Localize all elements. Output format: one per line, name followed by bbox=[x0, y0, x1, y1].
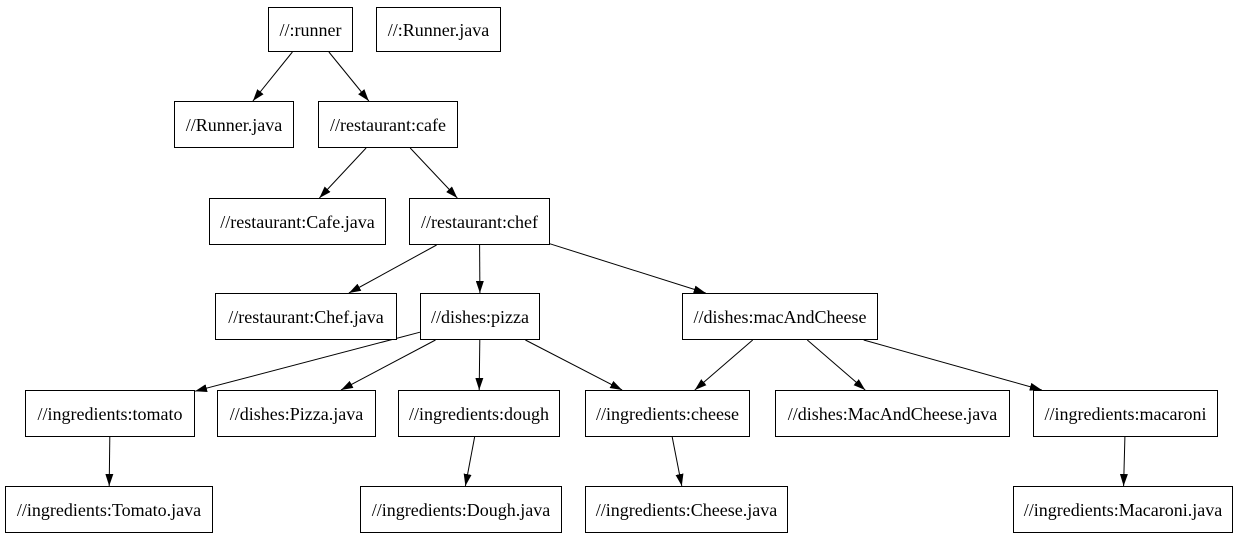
graph-edge-mac-and-cheese-to-mac-and-cheese-java bbox=[806, 339, 866, 391]
graph-edge-tomato-to-tomato-java bbox=[105, 436, 114, 487]
graph-edge-dough-to-dough-java bbox=[463, 436, 476, 487]
graph-node-macaroni-java: //ingredients:Macaroni.java bbox=[1013, 486, 1233, 533]
graph-node-mac-and-cheese-java: //dishes:MacAndCheese.java bbox=[775, 390, 1010, 437]
graph-node-dough-java: //ingredients:Dough.java bbox=[360, 486, 562, 533]
graph-edge-cafe-to-cafe-java bbox=[319, 147, 367, 199]
graph-node-pizza-java: //dishes:Pizza.java bbox=[217, 390, 376, 437]
graph-edge-macaroni-to-macaroni-java bbox=[1119, 436, 1128, 487]
graph-edge-mac-and-cheese-to-macaroni bbox=[863, 339, 1042, 391]
graph-node-dough: //ingredients:dough bbox=[398, 390, 560, 437]
graph-edge-pizza-to-tomato bbox=[194, 331, 421, 393]
graph-edge-chef-to-chef-java bbox=[348, 244, 437, 294]
graph-node-mac-and-cheese: //dishes:macAndCheese bbox=[682, 293, 878, 340]
graph-edge-runner-to-runner-java bbox=[252, 51, 293, 102]
graph-node-cafe-java: //restaurant:Cafe.java bbox=[209, 198, 386, 245]
graph-node-runner-java: //Runner.java bbox=[174, 101, 294, 148]
graph-edge-pizza-to-pizza-java bbox=[340, 339, 436, 391]
graph-edge-cheese-to-cheese-java bbox=[671, 436, 684, 487]
graph-node-cheese-java: //ingredients:Cheese.java bbox=[585, 486, 788, 533]
graph-edge-runner-to-cafe bbox=[328, 51, 370, 102]
graph-edge-pizza-to-cheese bbox=[525, 339, 623, 391]
graph-node-tomato: //ingredients:tomato bbox=[25, 390, 195, 437]
graph-edge-cafe-to-chef bbox=[409, 147, 458, 199]
graph-node-chef: //restaurant:chef bbox=[409, 198, 550, 245]
graph-edge-chef-to-mac-and-cheese bbox=[549, 243, 706, 294]
graph-edge-mac-and-cheese-to-cheese bbox=[694, 339, 754, 391]
graph-node-cheese: //ingredients:cheese bbox=[585, 390, 750, 437]
graph-node-cafe: //restaurant:cafe bbox=[318, 101, 458, 148]
graph-node-runner: //:runner bbox=[268, 7, 353, 52]
graph-node-tomato-java: //ingredients:Tomato.java bbox=[5, 486, 213, 533]
graph-node-chef-java: //restaurant:Chef.java bbox=[215, 293, 397, 340]
graph-node-runner-java-target: //:Runner.java bbox=[376, 7, 501, 52]
graph-node-macaroni: //ingredients:macaroni bbox=[1033, 390, 1218, 437]
graph-node-pizza: //dishes:pizza bbox=[420, 293, 540, 340]
graph-edge-pizza-to-dough bbox=[475, 339, 484, 391]
